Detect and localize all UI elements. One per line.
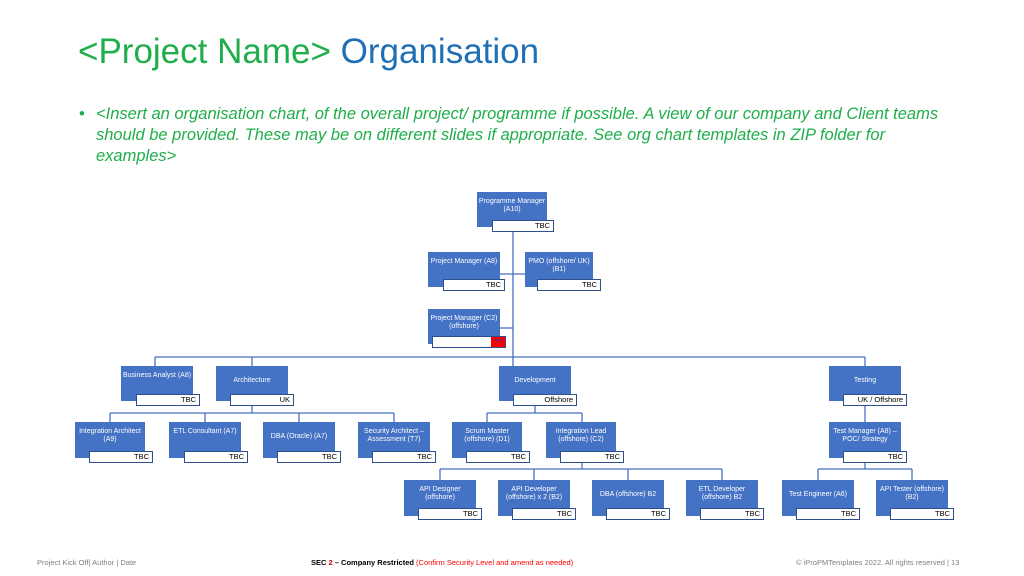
bullet-instructions: • <Insert an organisation chart, of the … [79, 104, 959, 167]
node-label: Programme Manager (A10) [478, 198, 546, 213]
tag-integration-architect: TBC [89, 451, 153, 463]
footer-security-note: (Confirm Security Level and amend as nee… [416, 558, 574, 567]
tag-api-tester: TBC [890, 508, 954, 520]
tag-etl-developer: TBC [700, 508, 764, 520]
tag-api-developer: TBC [512, 508, 576, 520]
slide-title: <Project Name> Organisation [78, 32, 539, 72]
tag-architecture: UK [230, 394, 294, 406]
tag-test-engineer: TBC [796, 508, 860, 520]
tag-programme-manager: TBC [492, 220, 554, 232]
footer-right: © iProPMTemplates 2022. All rights reser… [796, 558, 960, 567]
tag-etl-consultant: TBC [184, 451, 248, 463]
tag-pmo: TBC [537, 279, 601, 291]
tag-dba-oracle: TBC [277, 451, 341, 463]
tag-scrum-master: TBC [466, 451, 530, 463]
tag-project-manager-c2: ?? [432, 336, 506, 348]
tag-testing: UK / Offshore [843, 394, 907, 406]
tag-value-red: ?? [491, 337, 505, 347]
footer-security: SEC 2 – Company Restricted (Confirm Secu… [311, 558, 574, 567]
tag-development: Offshore [513, 394, 577, 406]
tag-security-architect: TBC [372, 451, 436, 463]
title-organisation: Organisation [340, 32, 540, 71]
tag-integration-lead: TBC [560, 451, 624, 463]
tag-api-designer: TBC [418, 508, 482, 520]
bullet-text: <Insert an organisation chart, of the ov… [96, 105, 939, 165]
tag-business-analyst: TBC [136, 394, 200, 406]
footer-left: Project Kick Off| Author | Date [37, 558, 137, 567]
bullet-dot: • [79, 105, 85, 123]
title-project-name: <Project Name> [78, 32, 331, 71]
tag-project-manager-a8: TBC [443, 279, 505, 291]
tag-test-manager: TBC [843, 451, 907, 463]
tag-dba-offshore: TBC [606, 508, 670, 520]
